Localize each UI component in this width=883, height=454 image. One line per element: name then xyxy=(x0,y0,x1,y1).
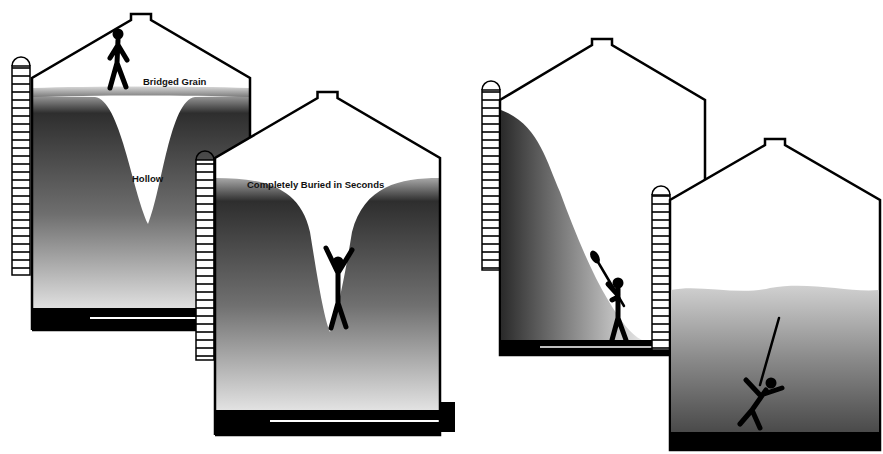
bin-wall xyxy=(32,14,250,330)
ladder-top xyxy=(196,151,214,160)
bin-floor xyxy=(216,410,440,434)
shovel-handle xyxy=(760,318,779,385)
ladder-rungs xyxy=(652,195,670,350)
ladder-rail xyxy=(652,195,670,350)
ladder-rail xyxy=(196,160,214,360)
grain-wall xyxy=(501,110,642,340)
ladder-rail xyxy=(12,66,30,275)
worker-body xyxy=(740,380,782,428)
grain-bin xyxy=(670,139,880,450)
ladder-top xyxy=(652,186,670,195)
bin-label: Hollow xyxy=(132,174,163,184)
grain-mass xyxy=(216,178,439,410)
bin-label: Bridged Grain xyxy=(143,77,206,87)
bin-label: Completely Buried in Seconds xyxy=(247,180,384,190)
grain-mass xyxy=(671,286,879,432)
worker-body xyxy=(326,248,352,328)
unload-auger xyxy=(270,420,440,422)
ladder-rungs xyxy=(12,66,30,275)
bin-outline xyxy=(213,92,442,437)
worker-body xyxy=(110,40,127,88)
grain-bin: Completely Buried in Seconds xyxy=(213,92,442,437)
ladder-top xyxy=(12,57,30,66)
ladder-rungs xyxy=(196,160,214,360)
grain-crust xyxy=(33,87,249,98)
ladder-top xyxy=(482,81,500,90)
ladder-rail xyxy=(482,90,500,270)
shovel-blade xyxy=(588,249,602,265)
ladder-rungs xyxy=(482,90,500,270)
bin-floor xyxy=(671,432,879,449)
worker-body xyxy=(608,284,626,340)
auger-motor xyxy=(440,402,455,432)
bin-wall xyxy=(215,92,440,435)
worker-head xyxy=(766,378,777,389)
bin-interior xyxy=(215,92,440,435)
